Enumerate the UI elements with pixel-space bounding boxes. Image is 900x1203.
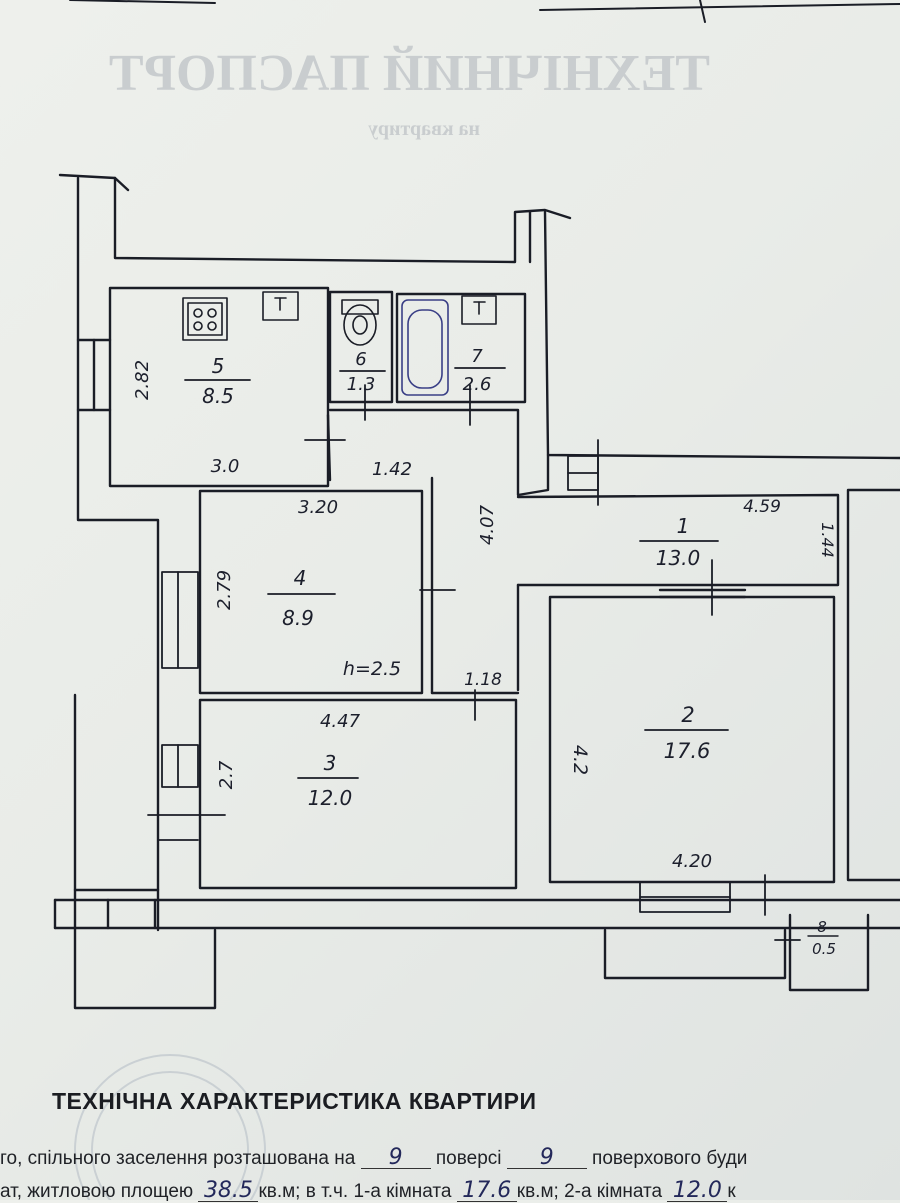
room-area: 0.5: [812, 940, 836, 958]
room-area: 17.6: [664, 739, 711, 763]
dimension: 4.20: [672, 851, 712, 872]
room-number: 3: [324, 751, 337, 775]
line2-unit1: кв.м; в т.ч. 1-а кімната: [258, 1181, 452, 1202]
room-8-label: 8 0.5: [807, 918, 839, 958]
room-6-label: 6 1.3: [339, 349, 386, 395]
dimension: 1.44: [818, 522, 837, 558]
washbasin-icon: [461, 295, 497, 325]
dimension: 3.0: [211, 456, 240, 477]
room-area: 12.0: [308, 786, 353, 810]
total-floors-value: 9: [506, 1147, 587, 1169]
dimension: 2.79: [214, 570, 235, 610]
bathtub-icon: [401, 299, 449, 396]
room-1-label: 1 13.0: [639, 514, 719, 570]
toilet-icon: [341, 299, 379, 346]
room-number: 2: [681, 703, 694, 727]
dimension: 4.07: [477, 504, 498, 545]
line1-suffix: поверхового буди: [592, 1148, 748, 1169]
room-number: 4: [294, 566, 307, 590]
characteristics-line-1: го, спільного заселення розташована на 9…: [0, 1147, 748, 1170]
room1-area-value: 17.6: [456, 1180, 517, 1202]
dimension: 4.47: [320, 711, 361, 732]
room-7-label: 7 2.6: [454, 346, 506, 395]
dimension: 1.42: [372, 459, 412, 480]
room-area: 2.6: [463, 374, 492, 395]
room-number: 5: [212, 354, 225, 378]
room-area: 8.9: [282, 606, 314, 630]
faded-title: ТЕХНІЧНИЙ ПАСПОРТ: [109, 45, 710, 102]
dimension: 4.59: [743, 497, 781, 517]
line1-prefix: го, спільного заселення розташована на: [0, 1148, 356, 1169]
stove-icon: [182, 297, 228, 341]
dimension: 3.20: [298, 497, 338, 518]
dimension: 2.7: [216, 760, 237, 789]
room-area: 1.3: [347, 374, 376, 395]
room-3-label: 3 12.0: [297, 751, 359, 810]
room-labels: 5 8.5 6 1.3 7 2.6 4 8.9 1 13.0 2 17.6: [184, 346, 839, 958]
line2-unit3: к: [727, 1181, 736, 1202]
sink-icon: [262, 291, 299, 321]
dimension: 1.18: [464, 670, 502, 690]
room-number: 7: [471, 346, 483, 367]
ceiling-height: h=2.5: [343, 658, 401, 680]
show-through-text: ТЕХНІЧНИЙ ПАСПОРТ на квартиру: [109, 45, 710, 140]
dimension: 2.82: [132, 360, 153, 400]
room-number: 8: [817, 918, 827, 936]
living-area-value: 38.5: [198, 1180, 259, 1202]
faded-subtitle: на квартиру: [368, 118, 480, 140]
room-4-label: 4 8.9: [267, 566, 336, 630]
floor-value: 9: [360, 1147, 431, 1169]
room-2-label: 2 17.6: [644, 703, 729, 763]
line2-unit2: кв.м; 2-а кімната: [516, 1181, 663, 1202]
line1-mid: поверсі: [435, 1148, 502, 1169]
room-number: 6: [355, 349, 366, 370]
room2-area-value: 12.0: [667, 1180, 728, 1202]
room-number: 1: [677, 514, 690, 538]
room-area: 8.5: [202, 384, 234, 408]
stamp: [74, 1054, 266, 1200]
dimension: 4.2: [569, 745, 591, 775]
dimension-labels: 2.82 3.0 1.42 4.07 3.20 2.79 h=2.5 1.18 …: [132, 360, 837, 872]
section-heading: ТЕХНІЧНА ХАРАКТЕРИСТИКА КВАРТИРИ: [52, 1088, 537, 1114]
line2-prefix: ат, житловою площею: [0, 1181, 194, 1202]
room-area: 13.0: [656, 546, 701, 570]
room-5-label: 5 8.5: [184, 354, 251, 408]
walls: [53, 173, 900, 1010]
